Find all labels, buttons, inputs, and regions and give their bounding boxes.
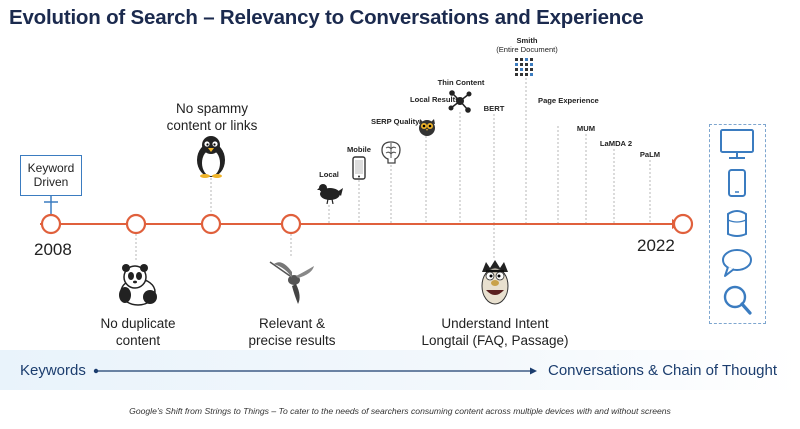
owl-icon	[419, 119, 435, 136]
smith-sublabel: (Entire Document)	[496, 45, 558, 54]
pigeon-icon	[317, 184, 343, 204]
keyword-driven-label: Keyword Driven	[27, 161, 75, 189]
no-spammy-label: No spammy content or links	[166, 101, 258, 133]
caption: Google’s Shift from Strings to Things – …	[129, 406, 671, 416]
thin-content-label: Thin Content	[437, 78, 485, 87]
milestone-connectors	[135, 78, 651, 262]
bert-label: BERT	[483, 104, 505, 113]
smith-label: Smith	[516, 36, 538, 45]
phone-icon	[352, 156, 366, 180]
mobile-label: Mobile	[346, 145, 372, 154]
smith-dots-icon	[515, 58, 533, 76]
smart-speaker-icon	[727, 210, 747, 237]
search-icon	[723, 285, 752, 315]
no-duplicate-label: No duplicate content	[100, 316, 176, 348]
monitor-icon	[720, 129, 754, 159]
longtail-label: Longtail (FAQ, Passage)	[421, 333, 569, 348]
palm-label: PaLM	[639, 150, 661, 159]
device-panel	[709, 124, 766, 324]
start-year: 2008	[34, 240, 72, 259]
brain-icon	[381, 141, 401, 164]
lamda-label: LaMDA 2	[599, 139, 633, 148]
tablet-icon	[728, 169, 746, 197]
end-year: 2022	[637, 236, 675, 255]
conversations-label: Conversations & Chain of Thought	[548, 362, 778, 379]
local-results-label: Local Results	[410, 95, 460, 104]
timeline-nodes	[40, 213, 694, 235]
keywords-label: Keywords	[20, 362, 86, 379]
penguin-icon	[197, 136, 225, 178]
page-experience-label: Page Experience	[538, 96, 599, 105]
bert-muppet-icon	[481, 260, 509, 305]
keyword-driven-box	[20, 155, 82, 196]
local-label: Local	[319, 170, 339, 179]
chat-bubble-icon	[722, 249, 752, 277]
intent-label: Understand Intent	[441, 316, 549, 331]
page-title: Evolution of Search – Relevancy to Conve…	[9, 6, 644, 29]
band-arrow-layer	[93, 367, 537, 375]
panda-icon	[119, 264, 157, 306]
keywords-to-conversations-band	[0, 350, 800, 390]
device-icons	[720, 129, 754, 315]
mum-label: MUM	[576, 124, 596, 133]
network-icon	[448, 90, 472, 113]
hummingbird-icon	[269, 261, 314, 304]
serp-quality-label: SERP Quality	[371, 117, 420, 126]
relevant-label: Relevant & precise results	[248, 316, 336, 348]
